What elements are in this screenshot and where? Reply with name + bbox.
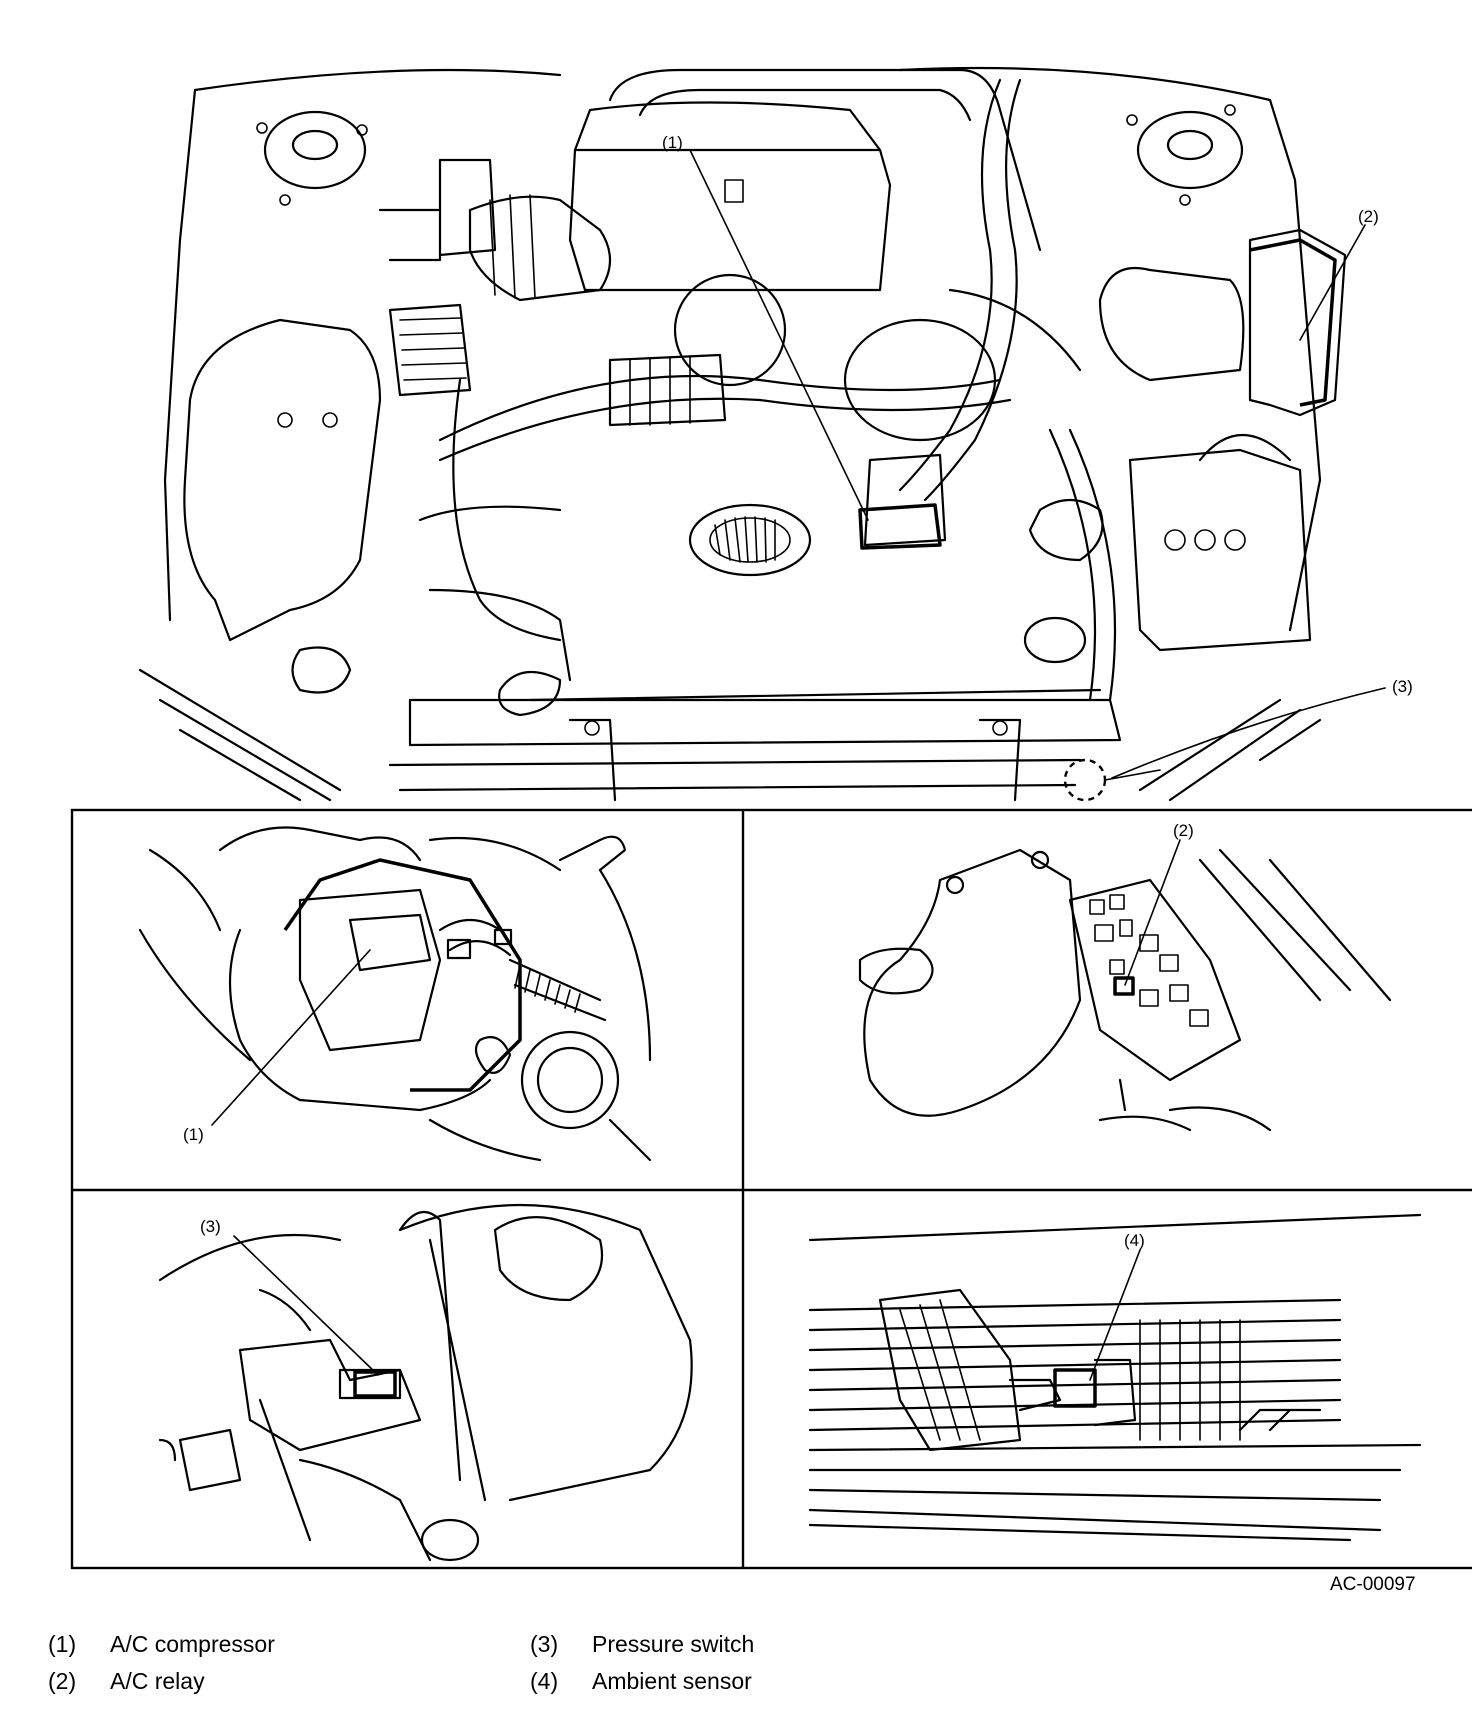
detail-panels-frame [70, 808, 1472, 1570]
top-leader-lines [689, 149, 1386, 779]
legend-text: A/C relay [110, 1668, 205, 1694]
panel-ac-compressor [138, 826, 652, 1162]
figure-code: AC-00097 [1330, 1574, 1416, 1595]
legend-item-1: (1) A/C compressor [48, 1631, 275, 1658]
legend-text: A/C compressor [110, 1631, 275, 1657]
legend-text: Pressure switch [592, 1631, 755, 1657]
panel-ambient-sensor [808, 1213, 1422, 1542]
legend-item-3: (3) Pressure switch [530, 1631, 754, 1658]
callout-panel4-4: (4) [1124, 1231, 1145, 1250]
legend-text: Ambient sensor [592, 1668, 752, 1694]
callout-top-1: (1) [662, 133, 683, 152]
panel-ac-relay [858, 839, 1392, 1132]
callout-panel2-2: (2) [1173, 821, 1194, 840]
callout-panel3-3: (3) [200, 1217, 221, 1236]
legend-item-4: (4) Ambient sensor [530, 1668, 752, 1695]
engine-compartment-illustration [138, 66, 1347, 802]
legend-number: (4) [530, 1668, 559, 1694]
callout-top-3: (3) [1392, 677, 1413, 696]
callout-top-2: (2) [1358, 207, 1379, 226]
legend-number: (2) [48, 1668, 77, 1694]
legend-number: (1) [48, 1631, 77, 1657]
callout-panel1-1: (1) [183, 1125, 204, 1144]
legend-number: (3) [530, 1631, 559, 1657]
legend-item-2: (2) A/C relay [48, 1668, 205, 1695]
panel-pressure-switch [158, 1203, 693, 1562]
